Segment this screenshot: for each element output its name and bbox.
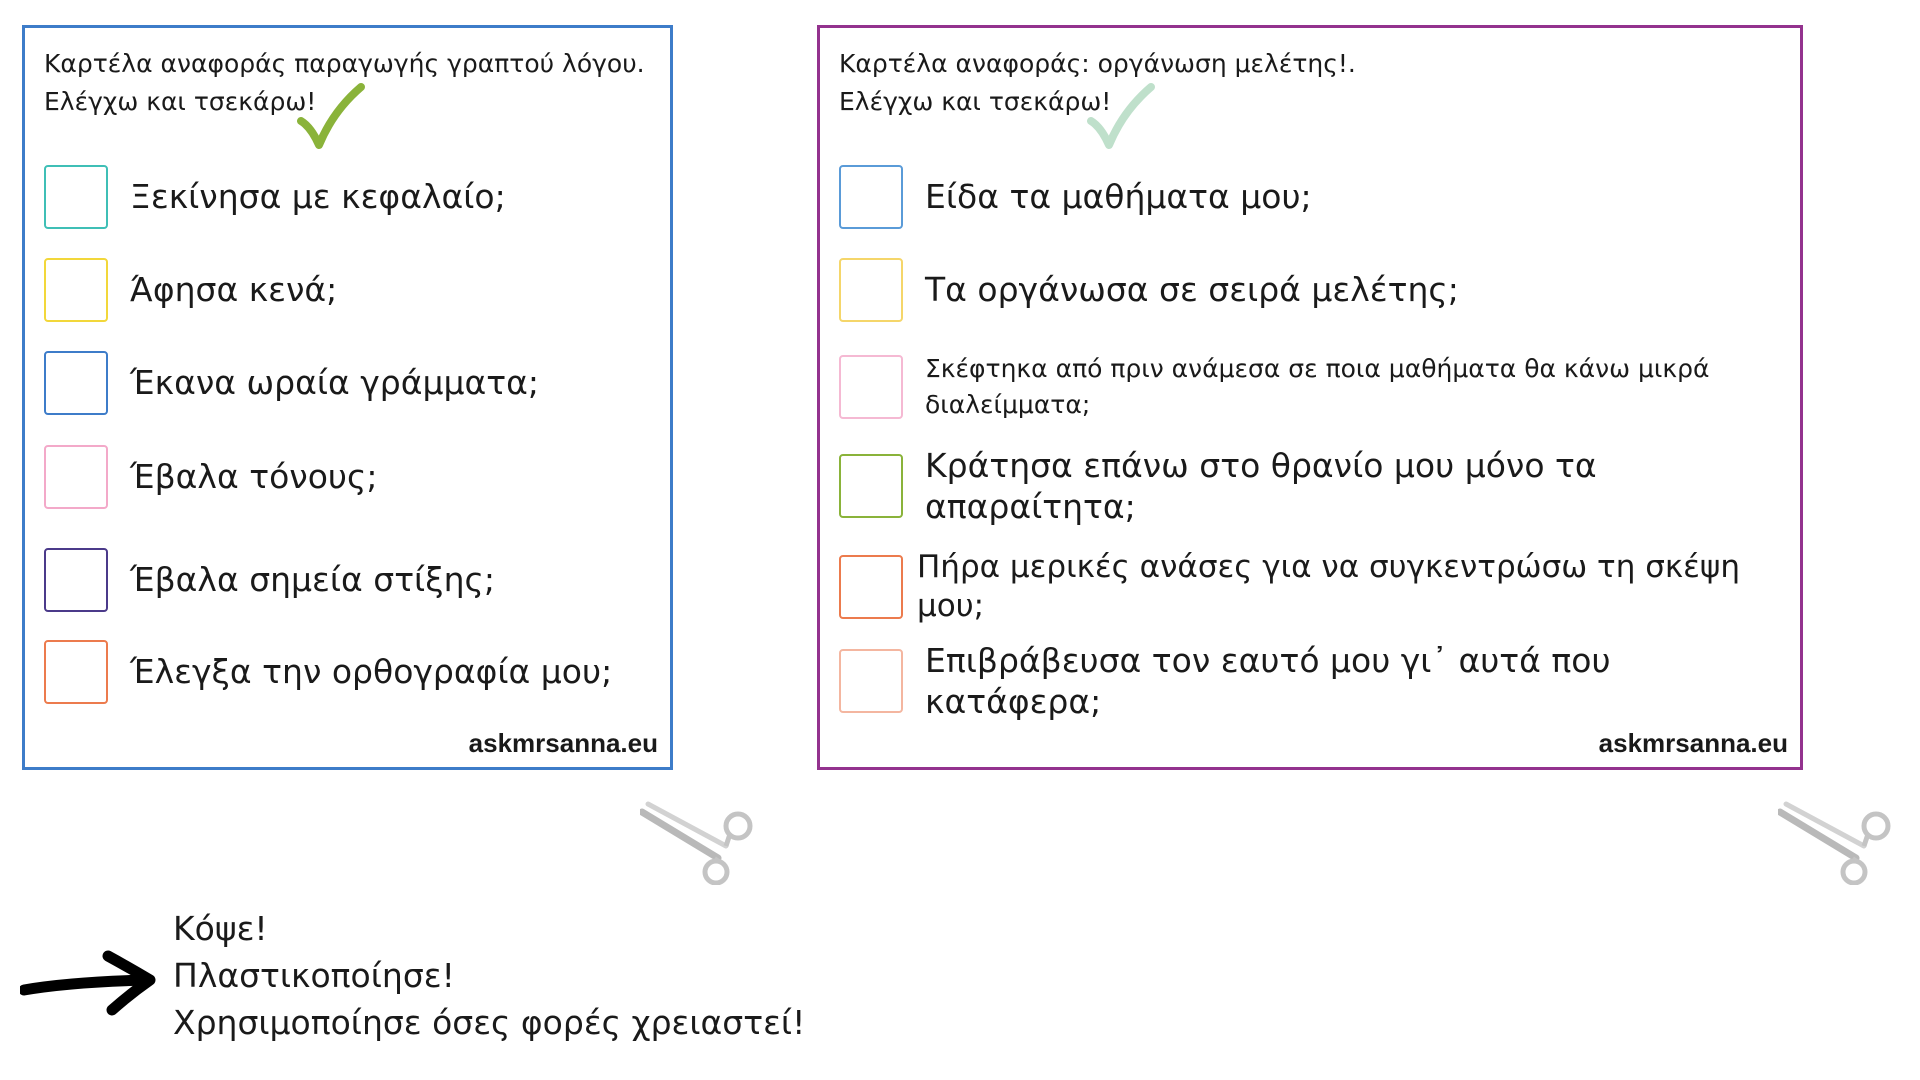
site-url: askmrsanna.eu — [1598, 728, 1788, 758]
checklist-label: Είδα τα μαθήματα μου; — [925, 177, 1312, 217]
checklist-label: Τα οργάνωσα σε σειρά μελέτης; — [925, 270, 1459, 310]
checkbox[interactable] — [839, 649, 903, 714]
checklist-item[interactable]: Κράτησα επάνω στο θρανίο μου μόνο τα απα… — [839, 445, 1790, 528]
checklist-item[interactable]: Επιβράβευσα τον εαυτό μου γι᾽ αυτά που κ… — [839, 640, 1790, 723]
checklist-label: Έλεγξα την ορθογραφία μου; — [130, 652, 613, 692]
report-card-writing: Καρτέλα αναφοράς παραγωγής γραπτού λόγου… — [22, 25, 673, 770]
checkbox[interactable] — [44, 165, 108, 229]
instruction-line: Πλαστικοποίησε! — [173, 956, 455, 995]
card-title: Καρτέλα αναφοράς: οργάνωση μελέτης!. Ελέ… — [839, 49, 1356, 116]
checkbox[interactable] — [44, 351, 108, 415]
checklist-item[interactable]: Έκανα ωραία γράμματα; — [44, 351, 660, 415]
checklist-label: Επιβράβευσα τον εαυτό μου γι᾽ αυτά που κ… — [925, 641, 1611, 722]
checkbox[interactable] — [839, 355, 903, 420]
site-url: askmrsanna.eu — [468, 728, 658, 758]
checkbox[interactable] — [44, 640, 108, 704]
checklist-item[interactable]: Είδα τα μαθήματα μου; — [839, 165, 1790, 229]
checkbox[interactable] — [44, 548, 108, 612]
checklist-item[interactable]: Τα οργάνωσα σε σειρά μελέτης; — [839, 258, 1790, 322]
checklist-item[interactable]: Έβαλα σημεία στίξης; — [44, 548, 660, 612]
checklist-item[interactable]: Άφησα κενά; — [44, 258, 660, 322]
report-card-study: Καρτέλα αναφοράς: οργάνωση μελέτης!. Ελέ… — [817, 25, 1803, 770]
checkbox[interactable] — [44, 445, 108, 509]
checklist-label: Έβαλα σημεία στίξης; — [130, 560, 496, 600]
instruction-line: Κόψε! — [173, 909, 268, 948]
checkmark-icon — [1087, 83, 1155, 149]
arrow-right-icon — [20, 950, 156, 1016]
checkbox[interactable] — [839, 554, 903, 619]
checklist-label: Πήρα μερικές ανάσες για να συγκεντρώσω τ… — [917, 549, 1740, 624]
checklist-item[interactable]: Ξεκίνησα με κεφαλαίο; — [44, 165, 660, 229]
checklist-item[interactable]: Πήρα μερικές ανάσες για να συγκεντρώσω τ… — [839, 548, 1790, 626]
checkbox[interactable] — [839, 454, 903, 519]
scissors-icon — [1778, 801, 1891, 885]
card-title: Καρτέλα αναφοράς παραγωγής γραπτού λόγου… — [44, 49, 645, 116]
checkmark-icon — [297, 83, 365, 149]
checklist-label: Άφησα κενά; — [130, 270, 338, 310]
checklist-item[interactable]: Σκέφτηκα από πριν ανάμεσα σε ποια μαθήμα… — [839, 351, 1790, 424]
checkbox[interactable] — [839, 165, 903, 229]
scissors-icon — [640, 801, 753, 885]
checklist-label: Κράτησα επάνω στο θρανίο μου μόνο τα απα… — [925, 446, 1597, 527]
checklist-label: Σκέφτηκα από πριν ανάμεσα σε ποια μαθήμα… — [925, 354, 1710, 420]
checklist-label: Ξεκίνησα με κεφαλαίο; — [130, 177, 506, 217]
checkbox[interactable] — [839, 258, 903, 322]
instructions: Κόψε! Πλαστικοποίησε! Χρησιμοποίησε όσες… — [173, 905, 805, 1046]
instruction-line: Χρησιμοποίησε όσες φορές χρειαστεί! — [173, 1003, 806, 1042]
checklist-label: Έβαλα τόνους; — [130, 457, 378, 497]
checklist-label: Έκανα ωραία γράμματα; — [130, 363, 539, 403]
checklist-item[interactable]: Έβαλα τόνους; — [44, 445, 660, 509]
checklist-item[interactable]: Έλεγξα την ορθογραφία μου; — [44, 640, 660, 704]
checkbox[interactable] — [44, 258, 108, 322]
